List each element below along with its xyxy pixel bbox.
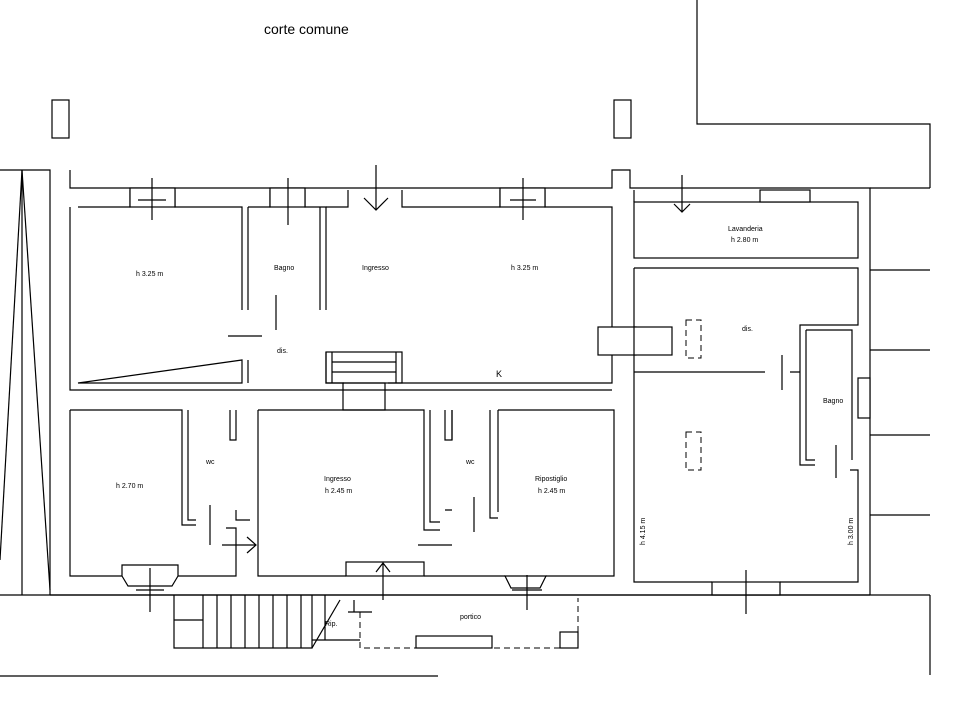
right-block-entry-stair bbox=[597, 326, 637, 356]
window-lavanderia bbox=[759, 189, 811, 203]
chimney-upper bbox=[685, 319, 702, 359]
label-right-room-height-left: h 4.15 m bbox=[640, 518, 647, 545]
ingresso-top-walls bbox=[325, 190, 613, 384]
neighbour-building-outline bbox=[696, 0, 931, 188]
label-ingresso-bottom-name: Ingresso bbox=[324, 476, 351, 483]
label-rip: Rip. bbox=[325, 621, 338, 628]
label-ripostiglio-name: Ripostiglio bbox=[535, 476, 567, 483]
room-bottom-left bbox=[69, 409, 250, 577]
label-dis-top: dis. bbox=[277, 348, 288, 355]
right-annex bbox=[870, 269, 930, 516]
window-axis-ripostiglio bbox=[512, 575, 542, 610]
exterior-stairs bbox=[173, 595, 360, 649]
right-block-walls bbox=[633, 267, 859, 583]
room-top-left bbox=[69, 190, 612, 391]
entry-arrow-up bbox=[375, 562, 391, 600]
door-bagno bbox=[228, 295, 277, 337]
label-portico: portico bbox=[460, 614, 481, 621]
label-room-top-left: h 3.25 m bbox=[136, 271, 163, 278]
left-side-lines bbox=[0, 169, 51, 595]
entry-step-bottom bbox=[345, 561, 425, 577]
entry-arrow-bottom bbox=[222, 536, 257, 554]
right-block-landing bbox=[633, 326, 673, 356]
lavanderia-walls bbox=[633, 190, 859, 259]
window-ripostiglio bbox=[504, 575, 547, 589]
label-lavanderia-height: h 2.80 m bbox=[731, 237, 758, 244]
portico bbox=[348, 598, 579, 649]
label-bagno-top: Bagno bbox=[274, 265, 294, 272]
label-ripostiglio-height: h 2.45 m bbox=[538, 488, 565, 495]
ground-line bbox=[0, 594, 931, 677]
label-kitchen: K bbox=[496, 369, 502, 379]
page-title: corte comune bbox=[264, 21, 349, 37]
label-bagno-right: Bagno bbox=[823, 398, 843, 405]
label-ingresso-top: Ingresso bbox=[362, 265, 389, 272]
courtyard-pillar-left bbox=[51, 99, 70, 139]
window-axis-top-left bbox=[138, 178, 166, 220]
courtyard-pillar-right bbox=[613, 99, 632, 139]
central-stairs bbox=[325, 351, 403, 411]
entry-arrow-lavanderia bbox=[673, 175, 691, 213]
ingresso-bottom-walls bbox=[257, 409, 453, 577]
ripostiglio-walls bbox=[426, 409, 615, 577]
window-bagno-right bbox=[857, 377, 871, 419]
label-wc-right: wc bbox=[465, 459, 475, 466]
label-wc-left: wc bbox=[205, 459, 215, 466]
window-axis-bottom-left bbox=[136, 568, 164, 612]
label-right-room-height-right: h 3.00 m bbox=[848, 518, 855, 545]
entry-arrow-top bbox=[363, 165, 389, 211]
window-axis-top-right bbox=[510, 178, 536, 220]
label-room-bottom-left: h 2.70 m bbox=[116, 483, 143, 490]
label-room-top-right: h 3.25 m bbox=[511, 265, 538, 272]
label-ingresso-bottom-height: h 2.45 m bbox=[325, 488, 352, 495]
chimney-lower bbox=[685, 431, 702, 471]
label-lavanderia-name: Lavanderia bbox=[728, 226, 763, 233]
label-dis-right: dis. bbox=[742, 326, 753, 333]
